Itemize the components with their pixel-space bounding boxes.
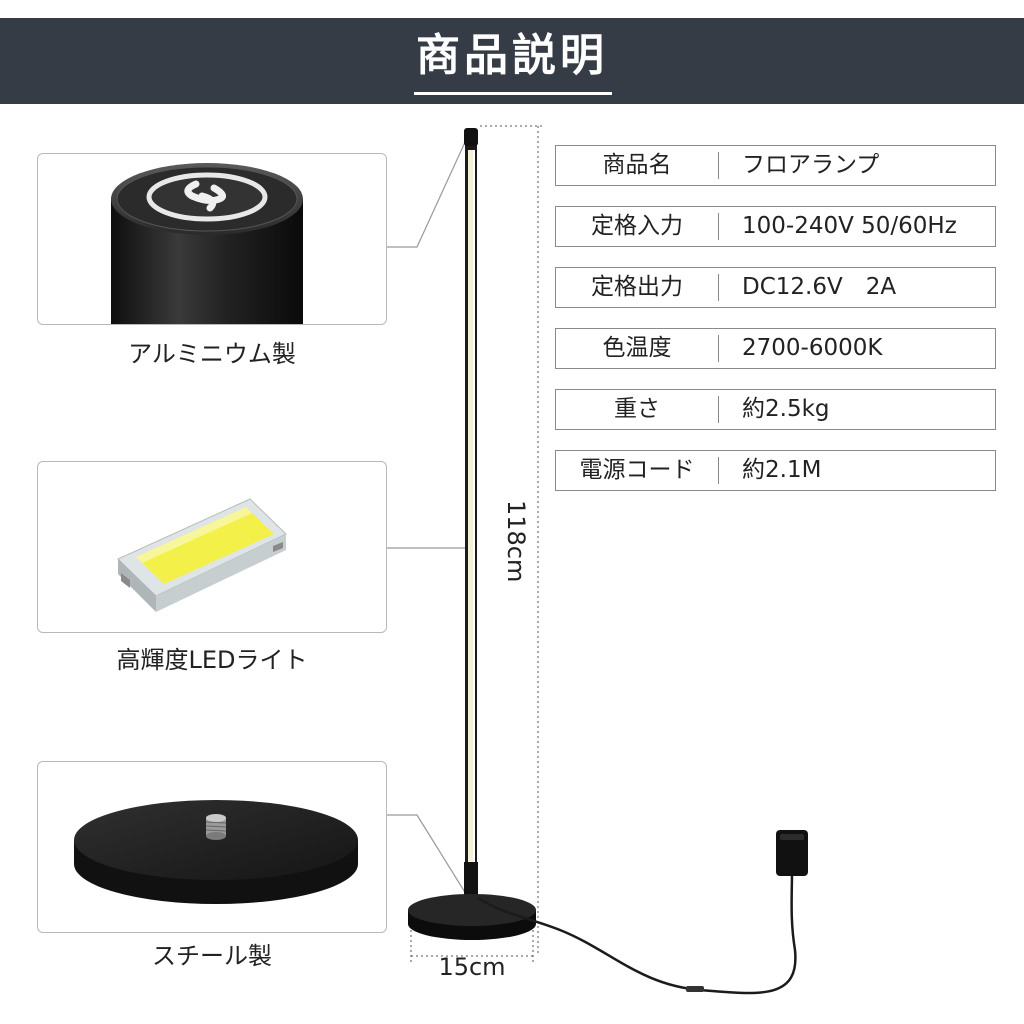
spec-row-power-cord: 電源コード 約2.1M: [555, 450, 996, 491]
spec-divider: [718, 396, 719, 423]
spec-value: 2700-6000K: [742, 335, 883, 361]
lamp-cap: [464, 128, 478, 146]
spec-divider: [718, 335, 719, 362]
title-underline: [414, 92, 612, 95]
feature-caption-led: 高輝度LEDライト: [116, 646, 308, 674]
feature-box-steel: [37, 761, 387, 933]
leader-line-base: [387, 814, 467, 895]
spec-divider: [718, 274, 719, 301]
spec-row-color-temperature: 色温度 2700-6000K: [555, 328, 996, 369]
spec-label: 定格出力: [591, 274, 683, 300]
width-dimension-label: 15cm: [438, 953, 506, 981]
spec-label: 定格入力: [591, 213, 683, 239]
feature-box-led: [37, 461, 387, 633]
spec-row-rated-input: 定格入力 100-240V 50/60Hz: [555, 206, 996, 247]
height-dimension-label: 118cm: [502, 500, 530, 583]
aluminum-cap-image: [111, 163, 303, 324]
led-chip-image: [117, 498, 287, 612]
spec-label: 重さ: [614, 396, 660, 422]
feature-box-aluminum: [37, 153, 387, 325]
leader-line-cap: [387, 139, 467, 248]
lamp-base: [408, 894, 536, 926]
spec-label: 商品名: [602, 152, 672, 178]
spec-divider: [718, 152, 719, 179]
spec-row-product-name: 商品名 フロアランプ: [555, 145, 996, 186]
spec-label: 電源コード: [579, 457, 695, 483]
spec-row-weight: 重さ 約2.5kg: [555, 389, 996, 430]
feature-caption-steel: スチール製: [152, 942, 272, 970]
steel-base-image: [74, 800, 358, 904]
feature-caption-aluminum: アルミニウム製: [128, 340, 296, 368]
header-banner: 商品説明: [0, 18, 1024, 104]
power-adapter: [776, 830, 808, 876]
spec-divider: [718, 213, 719, 240]
spec-value: 約2.1M: [742, 457, 822, 483]
spec-value: フロアランプ: [742, 152, 880, 178]
spec-value: DC12.6V 2A: [742, 274, 897, 300]
led-emitter: [136, 507, 274, 584]
page-title: 商品説明: [416, 30, 608, 81]
spec-value: 100-240V 50/60Hz: [742, 213, 957, 239]
spec-value: 約2.5kg: [742, 396, 830, 422]
spec-divider: [718, 457, 719, 484]
spec-label: 色温度: [602, 335, 672, 361]
spec-row-rated-output: 定格出力 DC12.6V 2A: [555, 267, 996, 308]
